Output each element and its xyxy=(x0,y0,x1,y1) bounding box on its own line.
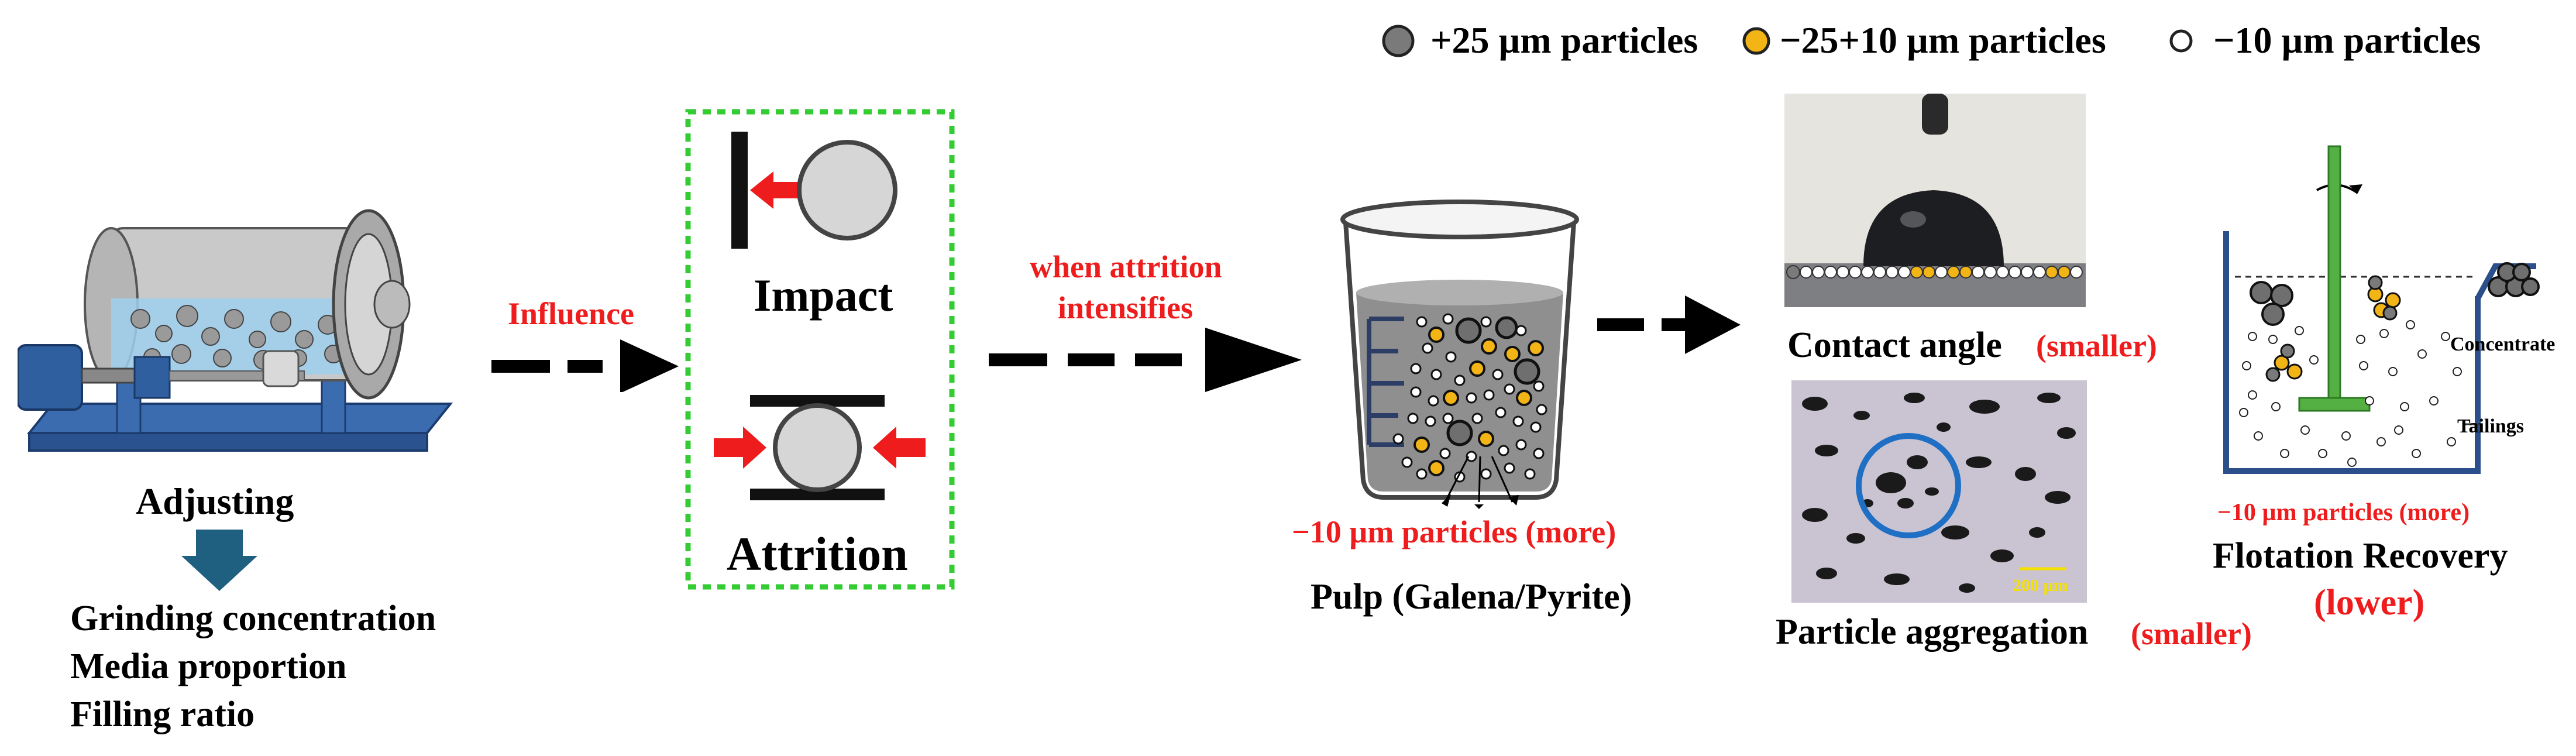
attrition-arrow-label-1: when attrition xyxy=(1030,249,1222,284)
legend-coarse-swatch xyxy=(1382,25,1415,57)
impact-wall xyxy=(731,132,748,249)
attrition-label: Attrition xyxy=(727,527,908,580)
intensify-arrow xyxy=(989,328,1302,392)
concentrate-label: Concentrate xyxy=(2450,334,2556,355)
attrition-particle xyxy=(773,403,862,492)
pulp-coarse-particles xyxy=(1446,316,1540,446)
tailings-label: Tailings xyxy=(2457,415,2525,437)
aggregation-label: Particle aggregation xyxy=(1776,612,2089,652)
impact-label: Impact xyxy=(754,270,893,321)
legend-middle-label: −25+10 µm particles xyxy=(1780,19,2106,61)
fines-pointer-arrows xyxy=(1442,456,1519,509)
pulp-fines-label: −10 µm particles (more) xyxy=(1292,514,1617,549)
mill-param-2: Media proportion xyxy=(70,647,347,686)
pulp-to-results-arrow xyxy=(1597,295,1741,354)
attrition-bottom-plate xyxy=(750,489,885,500)
legend-coarse-label: +25 µm particles xyxy=(1430,19,1698,61)
aggregation-micrograph: 200 µm xyxy=(1791,380,2087,603)
mill-param-1: Grinding concentration xyxy=(70,599,436,638)
attrition-arrow-label-2: intensifies xyxy=(1058,290,1194,325)
pulp-fine-particles xyxy=(1392,313,1547,483)
flotation-recovery-label: Flotation Recovery xyxy=(2213,536,2508,576)
legend-fine-label: −10 µm particles xyxy=(2213,19,2481,61)
flotation-recovery-change: (lower) xyxy=(2314,583,2425,623)
mill-param-3: Filling ratio xyxy=(70,695,255,734)
influence-label: Influence xyxy=(508,296,634,331)
legend-middle-swatch xyxy=(1742,27,1770,55)
impact-arrow xyxy=(750,171,802,209)
legend-fine-swatch xyxy=(2169,29,2193,53)
aggregate-highlight-circle xyxy=(1856,433,1961,538)
pulp-middle-particles xyxy=(1413,327,1544,476)
attrition-left-arrow xyxy=(714,427,766,469)
contact-angle-label: Contact angle xyxy=(1787,325,2002,365)
aggregation-change: (smaller) xyxy=(2131,616,2252,651)
scale-bar-label: 200 µm xyxy=(2013,576,2068,595)
flotation-cell xyxy=(2223,145,2540,474)
impact-particle xyxy=(797,140,897,240)
contact-angle-change: (smaller) xyxy=(2036,328,2157,363)
ball-mill-illustration xyxy=(18,209,453,452)
contact-angle-image xyxy=(1784,94,2086,307)
legend-swatches xyxy=(1382,25,2193,57)
down-arrow xyxy=(181,530,257,591)
forces-dashed-box xyxy=(685,109,955,590)
flotation-fines-label: −10 µm particles (more) xyxy=(2217,499,2470,526)
pulp-label: Pulp (Galena/Pyrite) xyxy=(1311,577,1632,617)
impeller-shaft xyxy=(2327,145,2341,405)
attrition-top-plate xyxy=(750,395,885,407)
pulp-beaker xyxy=(1340,200,1579,500)
influence-arrow xyxy=(491,339,679,392)
impeller-blade xyxy=(2298,397,2371,412)
attrition-right-arrow xyxy=(873,427,926,469)
mill-label: Adjusting xyxy=(136,480,294,522)
